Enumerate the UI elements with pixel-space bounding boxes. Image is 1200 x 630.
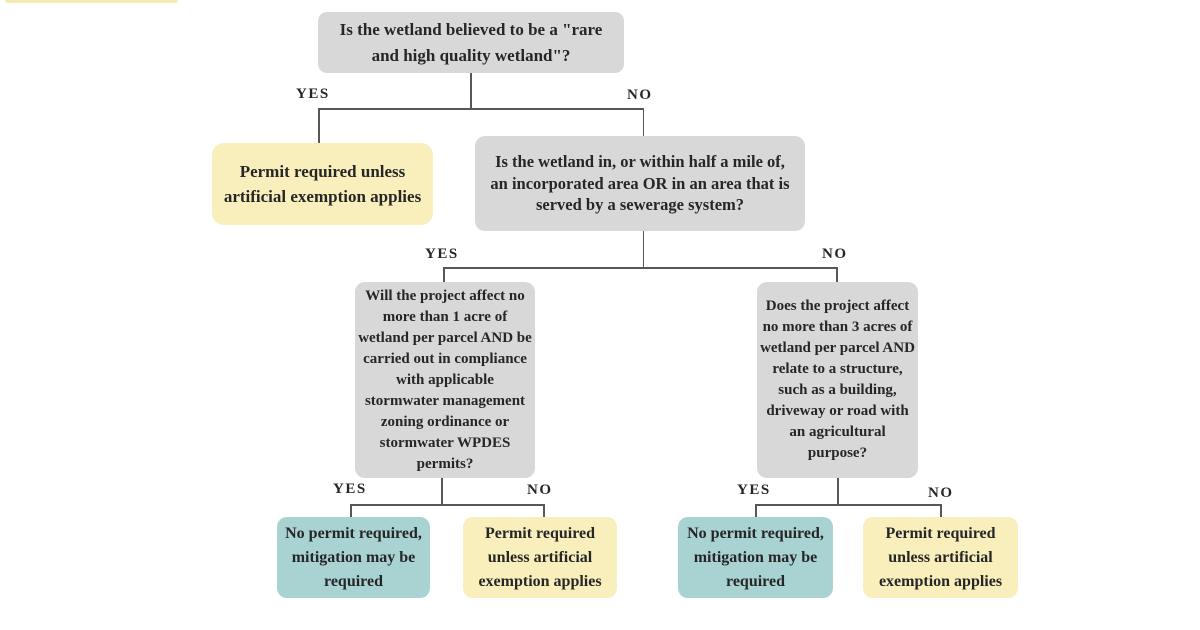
node-text: Is the wetland in, or within half a mile… [490,152,790,215]
branch-label-no: NO [527,482,553,498]
flowchart-node-no-permit-right: No permit required, mitigation may be re… [678,517,833,598]
node-text: No permit required, mitigation may be re… [687,524,824,590]
connector-line [642,231,644,267]
flowchart-node-question-rare-wetland: Is the wetland believed to be a "rare an… [318,12,624,73]
branch-label-no: NO [928,485,954,501]
connector-line [940,504,942,517]
clipped-yellow-box-edge [5,0,178,3]
branch-label-yes: YES [296,86,330,102]
branch-label-no: NO [822,246,848,262]
node-text: No permit required, mitigation may be re… [285,524,422,590]
branch-label-yes: YES [737,482,771,498]
connector-line [755,504,940,506]
connector-line [318,108,320,143]
connector-line [350,504,352,517]
connector-line [443,267,837,269]
flowchart-node-no-permit-left: No permit required, mitigation may be re… [277,517,430,598]
connector-line [642,108,644,136]
branch-label-yes: YES [425,246,459,262]
flowchart-node-permit-required-left: Permit required unless artificial exempt… [463,517,617,598]
connector-line [837,478,839,504]
flowchart-node-permit-required-right: Permit required unless artificial exempt… [863,517,1018,598]
branch-label-no: NO [627,87,653,103]
flowchart-node-question-one-acre-stormwater: Will the project affect no more than 1 a… [355,282,535,478]
flowchart-node-question-incorporated-area: Is the wetland in, or within half a mile… [475,136,805,231]
node-text: Does the project affect no more than 3 a… [760,298,915,461]
flowchart-node-permit-required-level1: Permit required unless artificial exempt… [212,143,433,225]
node-text: Permit required unless artificial exempt… [478,524,602,590]
branch-label-yes: YES [333,481,367,497]
connector-line [441,478,443,504]
connector-line [543,504,545,517]
node-text: Permit required unless artificial exempt… [878,524,1003,590]
connector-line [443,267,445,283]
node-text: Permit required unless artificial exempt… [223,162,422,206]
connector-line [318,108,644,110]
flowchart-node-question-three-acres-structure: Does the project affect no more than 3 a… [757,282,918,478]
node-text: Will the project affect no more than 1 a… [358,287,532,472]
connector-line [350,504,543,506]
node-text: Is the wetland believed to be a "rare an… [339,19,603,65]
connector-line [470,73,472,108]
connector-line [755,504,757,517]
connector-line [836,267,838,283]
